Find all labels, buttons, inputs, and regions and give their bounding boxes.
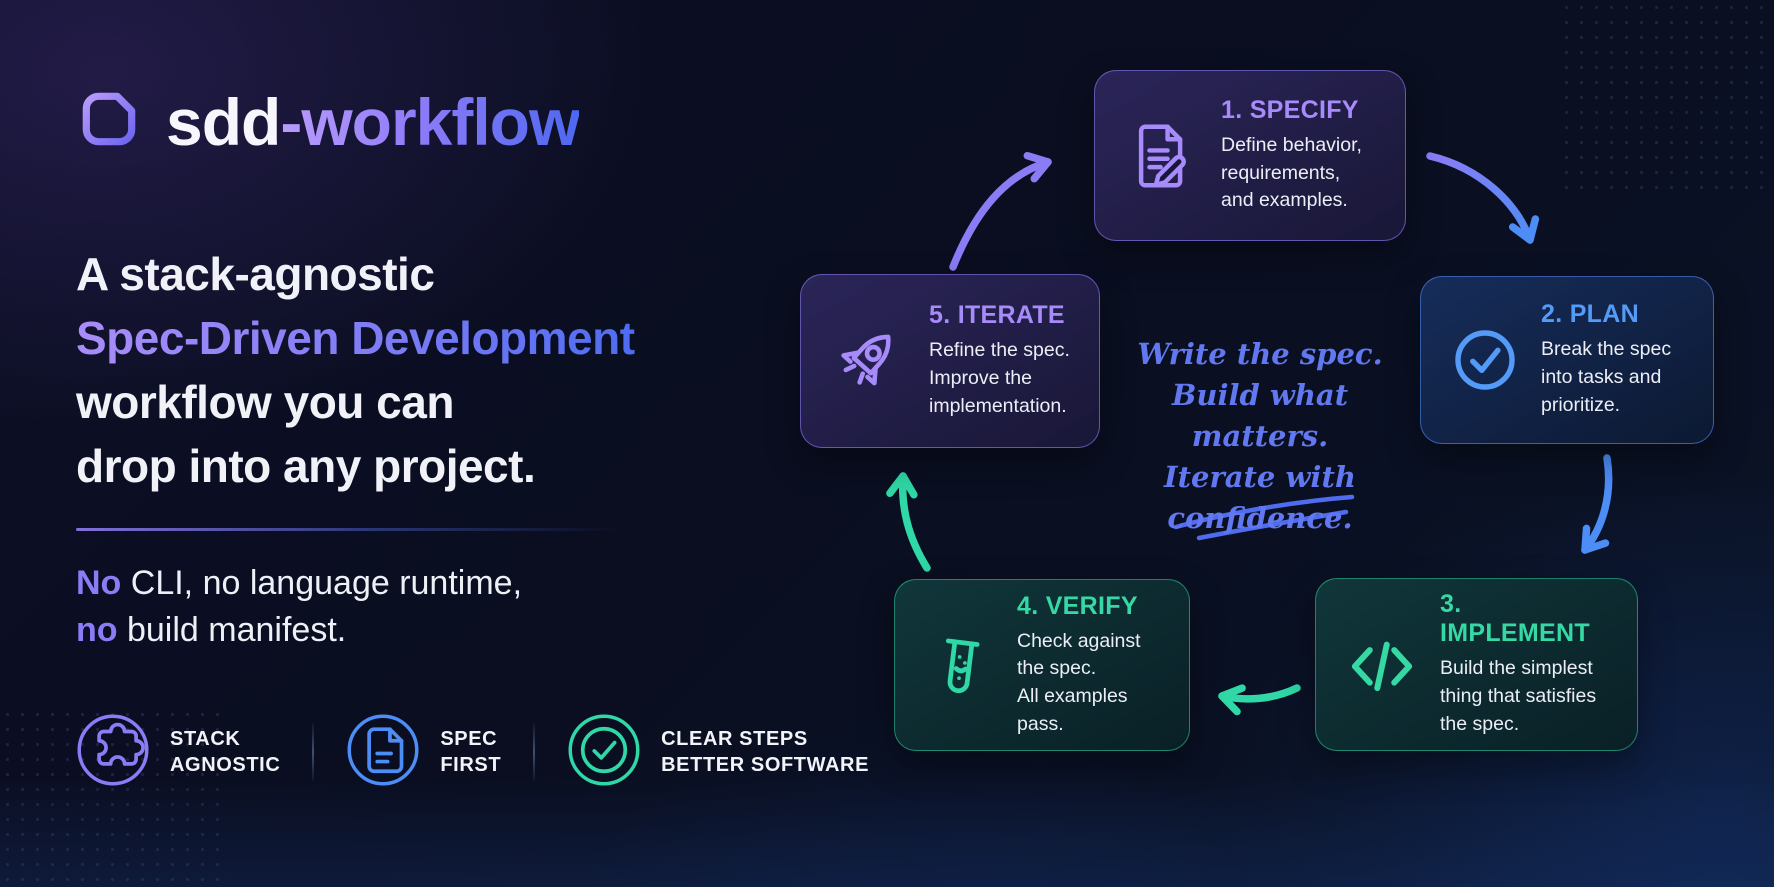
step-title: 5. ITERATE bbox=[929, 301, 1065, 330]
accent-word: no bbox=[76, 611, 118, 649]
test-tube-icon bbox=[923, 628, 997, 702]
step-description: Check against the spec. All examples pas… bbox=[1017, 629, 1141, 735]
step-description: Break the spec into tasks and prioritize… bbox=[1541, 338, 1672, 416]
step-card-implement: 3. IMPLEMENT Build the simplest thing th… bbox=[1315, 578, 1638, 751]
document-icon bbox=[346, 713, 420, 792]
badge-label: CLEAR STEPS BETTER SOFTWARE bbox=[661, 728, 870, 776]
badge-clear-steps: CLEAR STEPS BETTER SOFTWARE bbox=[567, 713, 869, 792]
step-description: Refine the spec. Improve the implementat… bbox=[929, 339, 1070, 417]
card-text: 4. VERIFY Check against the spec. All ex… bbox=[1017, 592, 1167, 739]
spec-square-icon bbox=[76, 86, 142, 157]
card-text: 2. PLAN Break the spec into tasks and pr… bbox=[1541, 300, 1671, 419]
step-title: 4. VERIFY bbox=[1017, 591, 1138, 620]
step-description: Build the simplest thing that satisfies … bbox=[1440, 657, 1597, 735]
brand-name-plain: sdd bbox=[166, 84, 281, 159]
brand-name-accent: -workflow bbox=[280, 84, 580, 159]
step-title: 1. SPECIFY bbox=[1221, 95, 1359, 124]
step-card-plan: 2. PLAN Break the spec into tasks and pr… bbox=[1420, 276, 1714, 444]
headline-line-2: Spec-Driven Development bbox=[76, 306, 635, 370]
arrow-iterate-to-specify bbox=[949, 151, 1052, 271]
subheadline-line-1: No CLI, no language runtime, bbox=[76, 560, 522, 607]
card-text: 3. IMPLEMENT Build the simplest thing th… bbox=[1440, 590, 1615, 738]
headline-line-4: drop into any project. bbox=[76, 440, 536, 492]
rocket-icon bbox=[829, 321, 909, 401]
badge-spec-first: SPEC FIRST bbox=[346, 713, 501, 792]
badge-label: STACK AGNOSTIC bbox=[170, 728, 281, 776]
card-text: 5. ITERATE Refine the spec. Improve the … bbox=[929, 301, 1070, 420]
headline-line-3: workflow you can bbox=[76, 376, 454, 428]
code-icon bbox=[1344, 627, 1420, 703]
subheadline-text: CLI, no language runtime, bbox=[121, 564, 523, 602]
dot-pattern-top-right bbox=[1559, 0, 1774, 190]
arrow-verify-to-iterate bbox=[886, 472, 931, 572]
document-pencil-icon bbox=[1123, 117, 1201, 195]
arrow-plan-to-implement bbox=[1581, 454, 1613, 554]
check-circle-icon bbox=[567, 713, 641, 792]
accent-word: No bbox=[76, 564, 122, 602]
headline-line-1: A stack-agnostic bbox=[76, 248, 435, 300]
arrow-implement-to-verify bbox=[1218, 684, 1301, 716]
divider-line bbox=[76, 528, 621, 531]
check-circle-icon bbox=[1449, 324, 1521, 396]
bottom-glow bbox=[0, 777, 1774, 887]
arrow-specify-to-plan bbox=[1426, 152, 1540, 244]
badge-separator bbox=[312, 723, 315, 781]
badge-stack-agnostic: STACK AGNOSTIC bbox=[76, 713, 280, 792]
step-description: Define behavior, requirements, and examp… bbox=[1221, 133, 1362, 212]
step-title: 2. PLAN bbox=[1541, 300, 1639, 329]
brand-title: sdd-workflow bbox=[166, 89, 580, 155]
step-title: 3. IMPLEMENT bbox=[1440, 590, 1590, 648]
step-card-verify: 4. VERIFY Check against the spec. All ex… bbox=[894, 579, 1190, 751]
step-card-iterate: 5. ITERATE Refine the spec. Improve the … bbox=[800, 274, 1100, 448]
step-card-specify: 1. SPECIFY Define behavior, requirements… bbox=[1094, 70, 1406, 241]
badge-label: SPEC FIRST bbox=[440, 728, 502, 776]
center-note: Write the spec. Build what matters. Iter… bbox=[1137, 337, 1383, 535]
subheadline: No CLI, no language runtime, no build ma… bbox=[76, 560, 522, 654]
subheadline-text: build manifest. bbox=[117, 611, 347, 649]
puzzle-icon bbox=[76, 713, 150, 792]
brand: sdd-workflow bbox=[76, 86, 580, 157]
subheadline-line-2: no build manifest. bbox=[76, 607, 522, 654]
headline: A stack-agnostic Spec-Driven Development… bbox=[76, 242, 635, 498]
badges-row: STACK AGNOSTIC SPEC FIRST bbox=[76, 712, 869, 792]
badge-separator bbox=[533, 723, 536, 781]
card-text: 1. SPECIFY Define behavior, requirements… bbox=[1221, 96, 1362, 215]
